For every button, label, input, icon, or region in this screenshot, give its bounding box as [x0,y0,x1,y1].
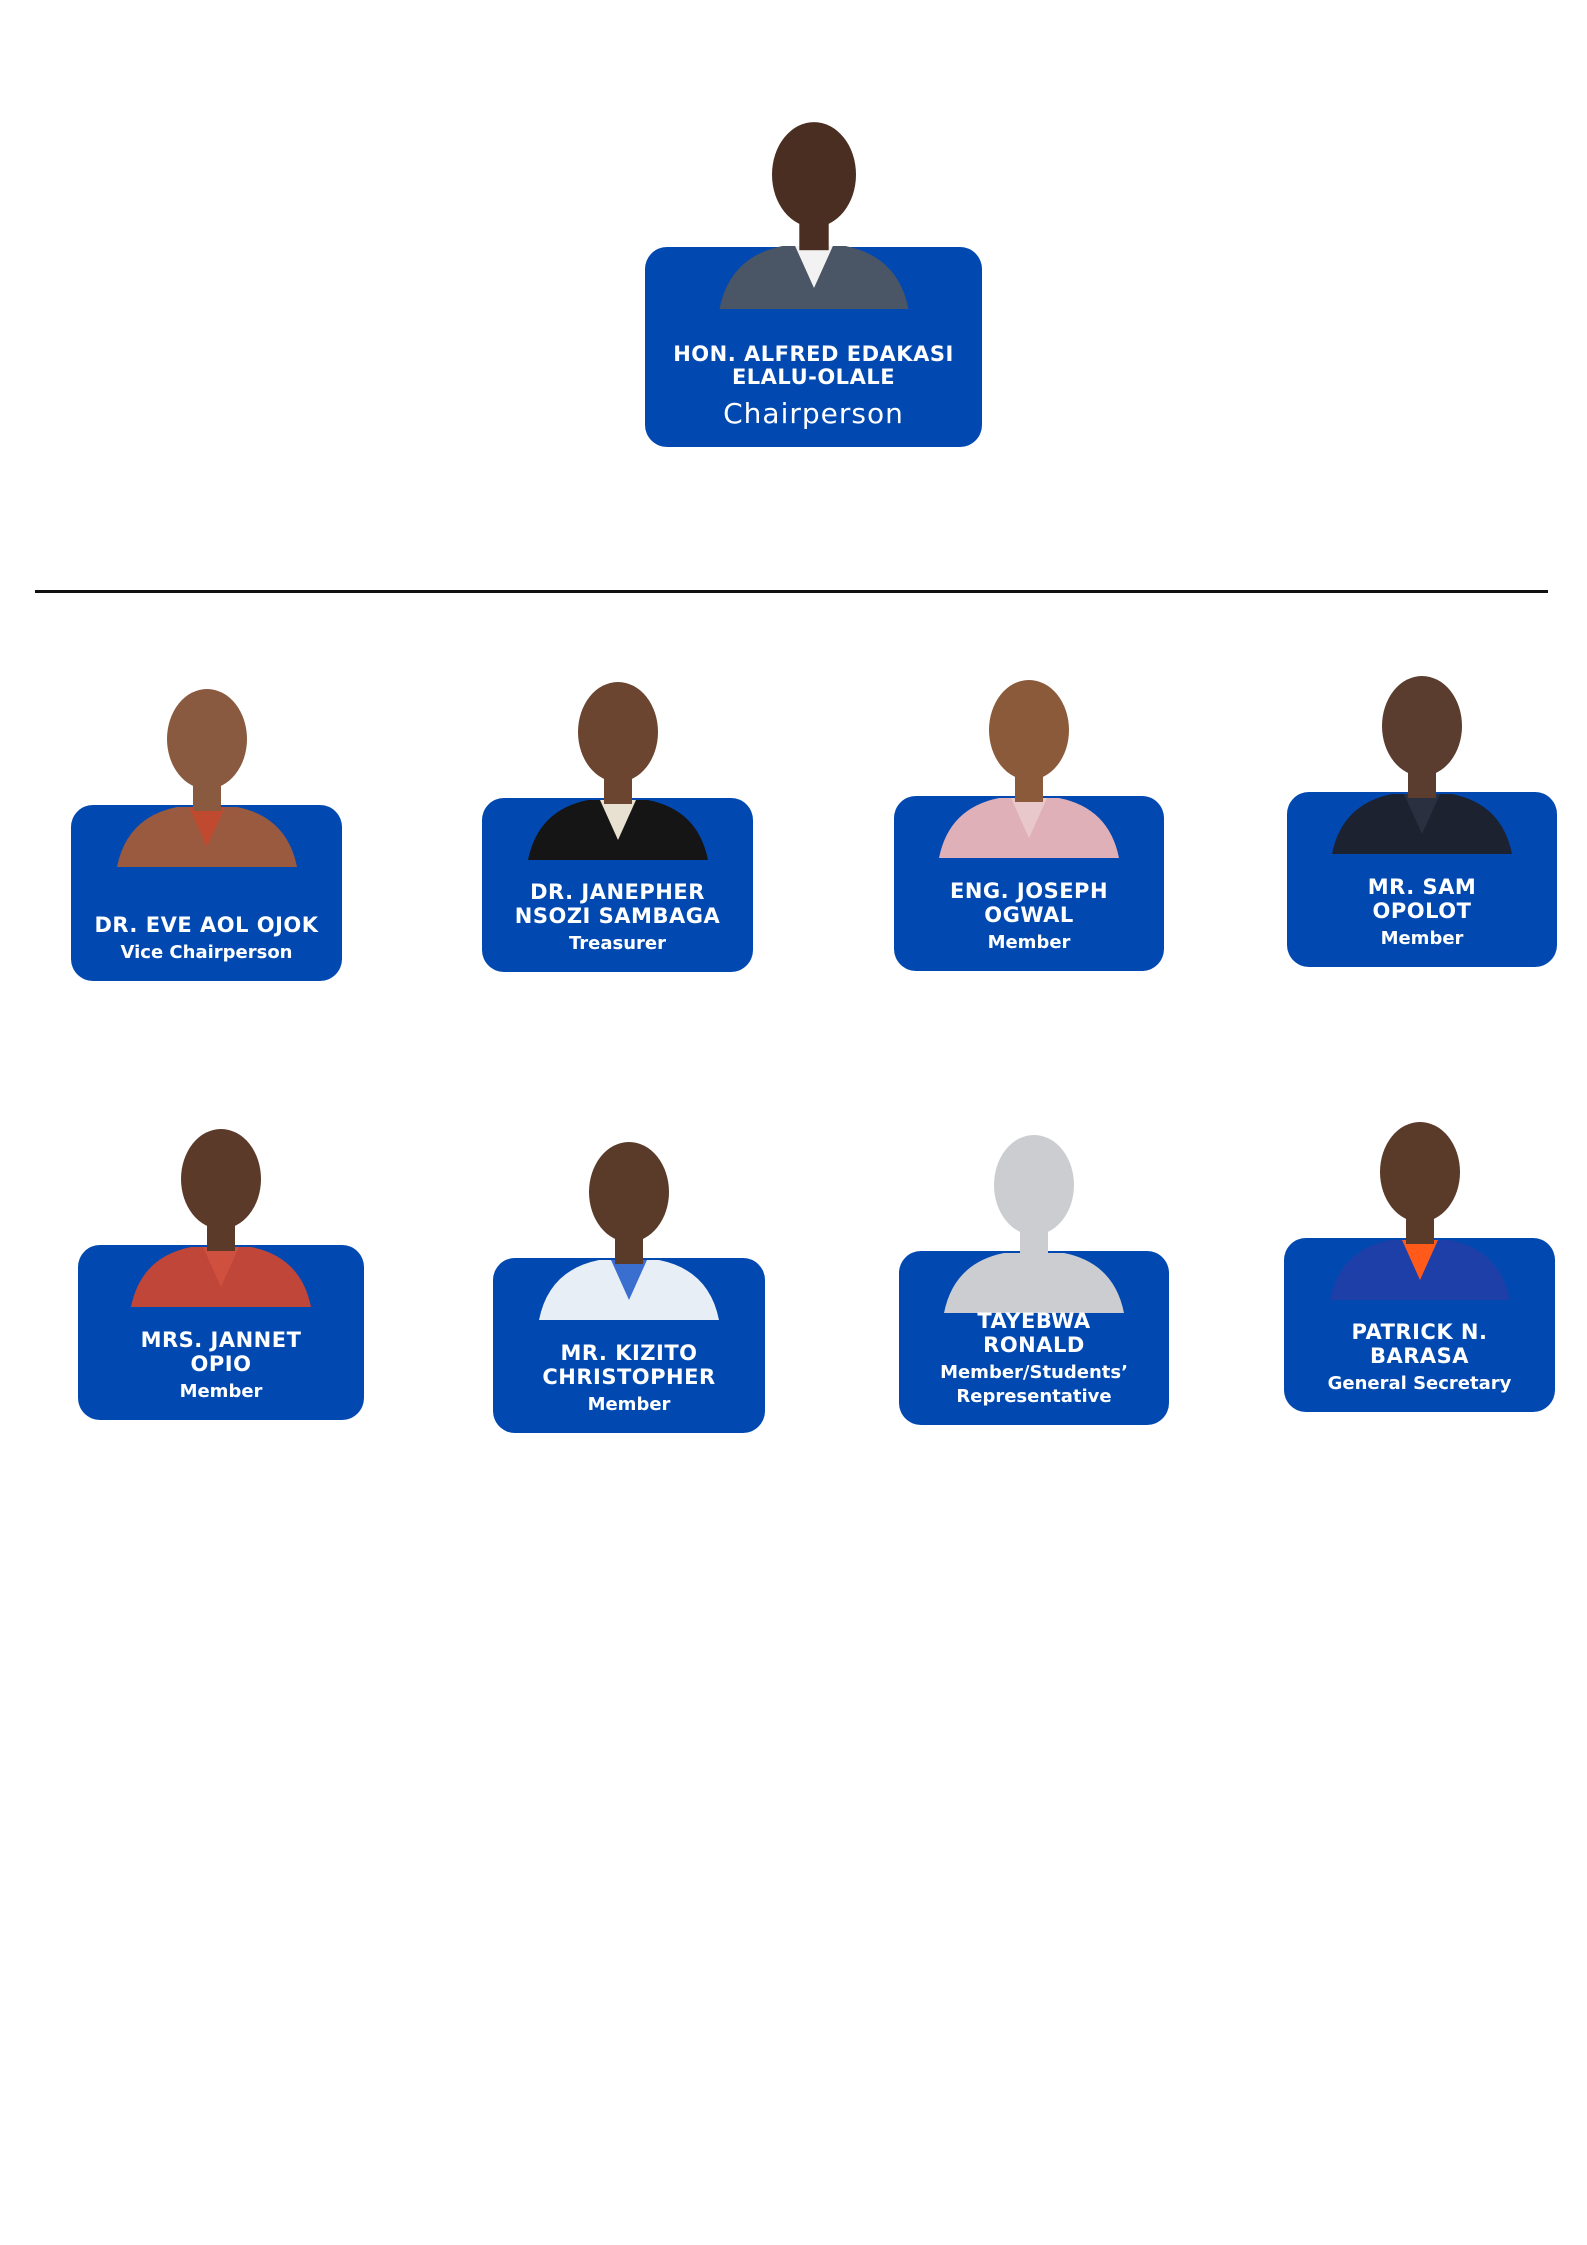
role-line1: Vice Chairperson [120,942,293,963]
role-line1: General Secretary [1327,1373,1512,1394]
member-role: Member/Students’ Representative [940,1361,1128,1409]
person-icon [939,680,1119,858]
person-icon [116,689,297,867]
member-card: PATRICK N. BARASA General Secretary [1284,1122,1555,1412]
name-line2: OPIO [190,1352,252,1376]
person-icon [719,122,908,309]
name-line1: TAYEBWA [977,1309,1091,1333]
member-card: MR. SAM OPOLOT Member [1287,676,1557,967]
name-line1: MRS. JANNET [140,1328,302,1352]
name-line1: MR. KIZITO [560,1341,698,1365]
member-card: ENG. JOSEPH OGWAL Member [894,680,1164,971]
member-card: MR. KIZITO CHRISTOPHER Member [493,1142,765,1433]
member-photo [518,660,718,860]
person-icon [527,682,708,860]
member-role: Vice Chairperson [120,941,292,965]
role-line2: Representative [956,1386,1112,1407]
member-name: DR. EVE AOL OJOK [94,913,318,937]
name-line1: HON. ALFRED EDAKASI [673,342,954,366]
role-line1: Member [1380,928,1464,949]
name-line1: MR. SAM [1367,875,1477,899]
member-card: DR. EVE AOL OJOK Vice Chairperson [71,689,342,981]
member-name: MR. SAM OPOLOT [1368,875,1477,923]
member-card: TAYEBWA RONALD Member/Students’ Represent… [899,1135,1169,1425]
name-line2: ELALU-OLALE [731,365,896,389]
member-name: ENG. JOSEPH OGWAL [950,879,1108,927]
person-icon [539,1142,719,1320]
member-role: Member [1381,927,1464,951]
name-line2: RONALD [983,1333,1085,1357]
member-card: MRS. JANNET OPIO Member [78,1129,364,1420]
member-photo [929,658,1129,858]
role-line1: Member [987,932,1071,953]
member-card: DR. JANEPHER NSOZI SAMBAGA Treasurer [482,682,753,972]
name-line2: CHRISTOPHER [542,1365,716,1389]
member-photo [529,1120,729,1320]
member-name: MRS. JANNET OPIO [141,1328,302,1376]
role-line1: Member/Students’ [940,1362,1128,1383]
name-line2: OGWAL [984,903,1074,927]
person-icon [944,1135,1124,1313]
member-photo [934,1113,1134,1313]
member-role: Member [588,1393,671,1417]
person-icon [131,1129,311,1307]
person-icon [1329,1122,1510,1300]
member-role: Member [988,931,1071,955]
member-role: Chairperson [723,397,904,430]
member-photo [1322,654,1522,854]
name-line2: NSOZI SAMBAGA [514,904,721,928]
member-name: DR. JANEPHER NSOZI SAMBAGA [515,880,720,928]
member-role: Treasurer [569,932,666,956]
member-photo [121,1107,321,1307]
member-role: Member [180,1380,263,1404]
member-photo [1320,1100,1520,1300]
member-name: MR. KIZITO CHRISTOPHER [542,1341,715,1389]
role-line1: Treasurer [568,933,667,954]
name-line1: ENG. JOSEPH [949,879,1109,903]
member-photo [107,667,307,867]
name-line2: OPOLOT [1372,899,1472,923]
member-role: General Secretary [1328,1372,1512,1396]
section-divider [35,590,1548,593]
name-line1: DR. JANEPHER [530,880,705,904]
person-icon [1332,676,1512,854]
name-line2: BARASA [1369,1344,1470,1368]
member-name: PATRICK N. BARASA [1352,1320,1488,1368]
member-name: TAYEBWA RONALD [977,1309,1090,1357]
role-line1: Member [587,1394,671,1415]
name-line1: PATRICK N. [1351,1320,1488,1344]
role-line1: Member [179,1381,263,1402]
chairperson-photo [684,99,944,309]
name-line1: DR. EVE AOL OJOK [94,913,319,937]
